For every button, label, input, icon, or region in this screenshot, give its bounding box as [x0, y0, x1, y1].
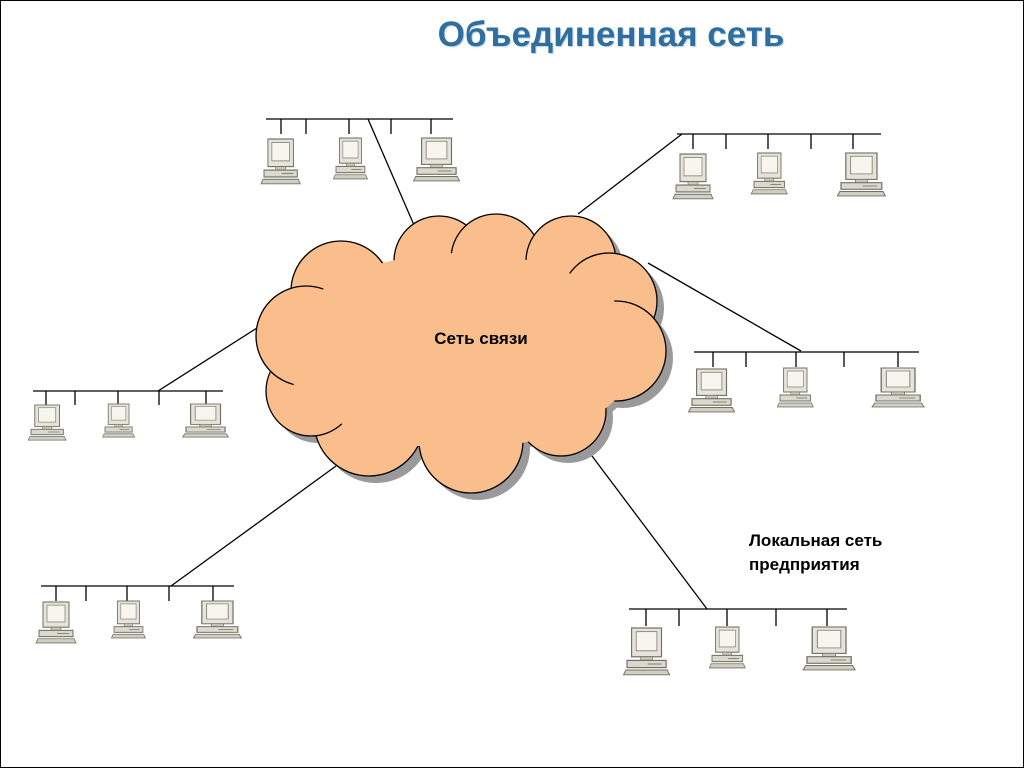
- computer-icon: [708, 626, 746, 669]
- computer-icon: [110, 600, 146, 639]
- cloud-fill: [283, 253, 639, 449]
- lan-left: [27, 390, 230, 441]
- computer-icon: [871, 367, 925, 408]
- computer-icon: [102, 403, 136, 438]
- computer-icon: [35, 601, 77, 644]
- computer-icon: [836, 152, 887, 197]
- computer-icon: [412, 137, 461, 182]
- lan-bottom-left: [35, 585, 243, 644]
- computer-icon: [687, 368, 736, 413]
- slide-title: Объединенная сеть: [437, 15, 785, 54]
- computer-icon: [802, 626, 856, 671]
- cloud-label: Сеть связи: [434, 329, 528, 348]
- computer-icon: [776, 367, 814, 408]
- lan-top-right: [672, 133, 887, 200]
- network-links: [157, 118, 802, 610]
- computer-icon: [622, 627, 671, 676]
- computer-icon: [27, 404, 67, 441]
- computer-icon: [672, 153, 714, 200]
- lan-right: [687, 351, 925, 413]
- computer-icon: [192, 600, 243, 639]
- computer-icon: [181, 403, 230, 438]
- lan-top: [260, 118, 461, 185]
- lan-label-line1: Локальная сеть: [749, 531, 882, 550]
- lan-label-line2: предприятия: [749, 555, 860, 574]
- computer-icon: [332, 137, 368, 180]
- computer-icon: [750, 152, 788, 195]
- computer-icon: [260, 138, 301, 185]
- lan-bottom-right: [622, 608, 856, 676]
